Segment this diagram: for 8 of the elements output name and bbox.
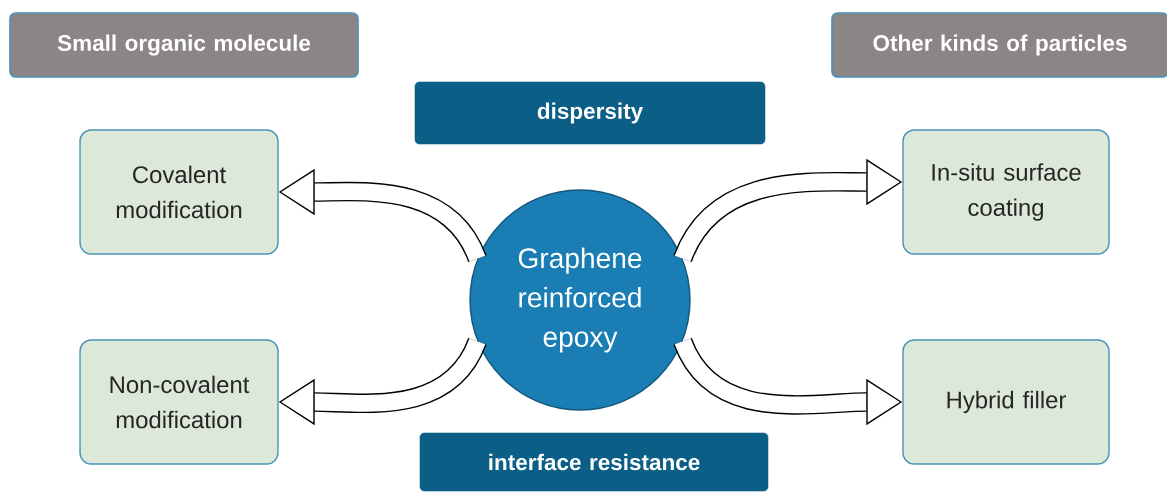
- category-box: Small organic molecule: [9, 12, 359, 78]
- factor-box: interface resistance: [419, 432, 769, 492]
- method-box: In-situ surface coating: [902, 129, 1110, 255]
- method-box: Covalent modification: [79, 129, 279, 255]
- factor-box: dispersity: [414, 81, 766, 145]
- method-box: Hybrid filler: [902, 339, 1110, 465]
- method-box: Non-covalent modification: [79, 339, 279, 465]
- category-box: Other kinds of particles: [831, 12, 1167, 78]
